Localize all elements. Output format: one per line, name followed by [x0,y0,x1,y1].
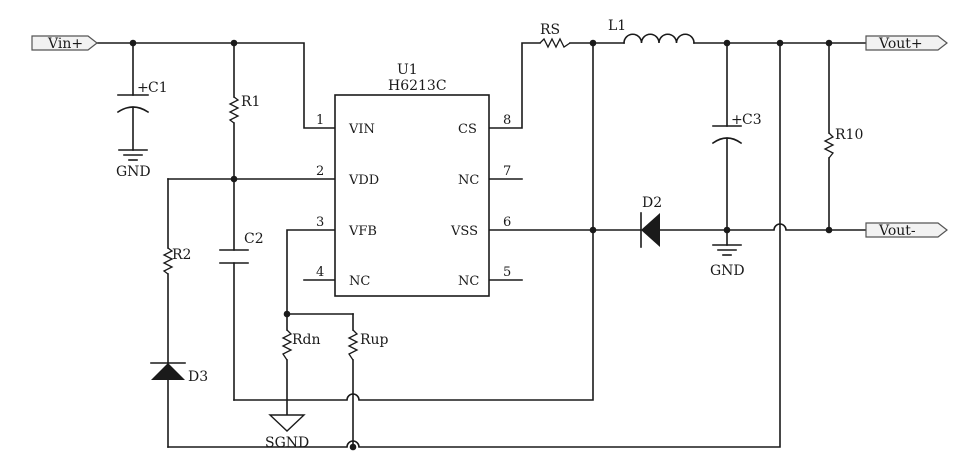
diode-d2: D2 [640,195,662,248]
pin-6-name: VSS [450,224,478,239]
pin-7-name: NC [458,173,479,188]
port-vout-plus: Vout+ [865,35,948,52]
inductor-l1: L1 [608,18,695,44]
pin-2-number: 2 [316,164,324,179]
d3-label: D3 [188,369,208,385]
r10-label: R10 [835,127,863,143]
d2-label: D2 [642,195,662,211]
r1-label: R1 [241,94,260,110]
resistor-r2: R2 [162,247,191,275]
ground-gnd-left: GND [116,149,151,180]
port-vin-plus-label: Vin+ [47,36,83,52]
ground-sgnd: SGND [265,414,309,451]
capacitor-c3: + C3 [711,112,762,145]
resistor-r10: R10 [823,127,863,159]
pin-8-name: CS [458,122,477,137]
ic-u1: U1 H6213C 1 VIN 2 VDD 3 VFB 4 NC 8 CS 7 … [316,62,511,297]
junctions [129,39,833,451]
rdn-label: Rdn [292,332,321,348]
pin-3-name: VFB [348,224,377,239]
port-vout-minus-label: Vout- [878,223,916,239]
pin-5-name: NC [458,274,479,289]
pin-6-number: 6 [503,215,511,230]
ground-gnd-right: GND [710,244,745,279]
diode-d3: D3 [150,362,208,385]
c1-polarity: + [137,80,149,96]
rs-label: RS [540,22,560,38]
pin-1-name: VIN [348,122,375,137]
wires [96,42,867,448]
ic-part: H6213C [388,78,447,94]
c3-polarity: + [731,112,743,128]
resistor-r1: R1 [228,94,260,124]
gnd-left-label: GND [116,164,151,180]
r2-label: R2 [172,247,191,263]
port-vout-minus: Vout- [865,222,948,239]
pin-5-number: 5 [503,265,511,280]
pin-4-name: NC [349,274,370,289]
resistor-rdn: Rdn [281,329,321,361]
resistor-rup: Rup [347,329,389,361]
gnd-right-label: GND [710,263,745,279]
pin-1-number: 1 [316,113,324,128]
port-vout-plus-label: Vout+ [878,36,923,52]
capacitor-c2: C2 [219,231,264,264]
ic-ref: U1 [397,62,418,78]
pin-4-number: 4 [316,265,324,280]
pin-3-number: 3 [316,215,324,230]
sgnd-label: SGND [265,435,309,451]
port-vin-plus: Vin+ [31,35,98,52]
l1-label: L1 [608,18,626,34]
capacitor-c1: + C1 [116,80,168,114]
pin-8-number: 8 [503,113,511,128]
resistor-rs: RS [539,22,571,49]
c3-label: C3 [742,112,762,128]
rup-label: Rup [360,332,389,348]
c2-label: C2 [244,231,264,247]
pin-7-number: 7 [503,164,511,179]
c1-label: C1 [148,80,168,96]
pin-2-name: VDD [348,173,379,188]
